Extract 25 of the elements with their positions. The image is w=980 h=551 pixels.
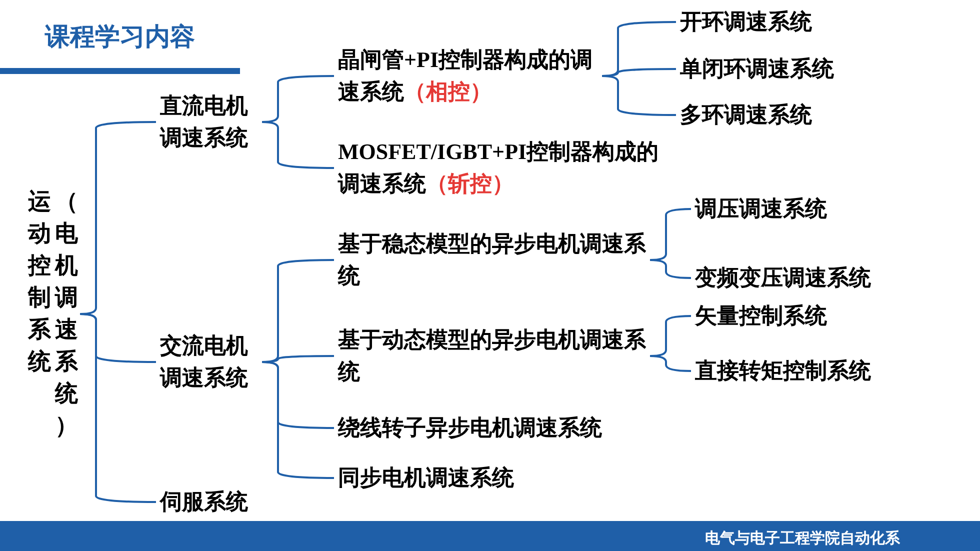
brace-connector bbox=[80, 313, 156, 503]
brace-connector bbox=[650, 259, 692, 279]
topic-text: 基于动态模型的异步电机调速系统 bbox=[338, 324, 648, 388]
topic-text: 直流电机调速系统 bbox=[160, 90, 260, 154]
brace-connector bbox=[650, 355, 692, 372]
topic-text: 变频变压调速系统 bbox=[695, 262, 935, 294]
topic-text: 交流电机调速系统 bbox=[160, 330, 260, 394]
topic-text: 直接转矩控制系统 bbox=[695, 355, 935, 387]
brace-connector bbox=[602, 75, 676, 116]
topic-text: 晶闸管+PI控制器构成的调速系统（相控） bbox=[338, 44, 600, 108]
topic-text: 伺服系统 bbox=[160, 486, 300, 518]
topic-text: 开环调速系统 bbox=[680, 6, 880, 38]
root-label: 运动控制系统 （电机调速系统） bbox=[28, 186, 78, 442]
footer-text: 电气与电子工程学院自动化系 bbox=[705, 528, 900, 549]
title: 课程学习内容 bbox=[45, 21, 195, 53]
topic-text: 多环调速系统 bbox=[680, 99, 880, 131]
topic-text: 矢量控制系统 bbox=[695, 300, 915, 332]
topic-text: 单闭环调速系统 bbox=[680, 53, 880, 85]
topic-text: 调压调速系统 bbox=[695, 193, 915, 225]
topic-text: 同步电机调速系统 bbox=[338, 462, 638, 494]
topic-text: 绕线转子异步电机调速系统 bbox=[338, 412, 698, 444]
topic-text: MOSFET/IGBT+PI控制器构成的调速系统（斩控） bbox=[338, 136, 660, 200]
brace-connector bbox=[262, 121, 334, 169]
topic-text: 基于稳态模型的异步电机调速系统 bbox=[338, 228, 648, 292]
brace-connector bbox=[262, 361, 334, 479]
